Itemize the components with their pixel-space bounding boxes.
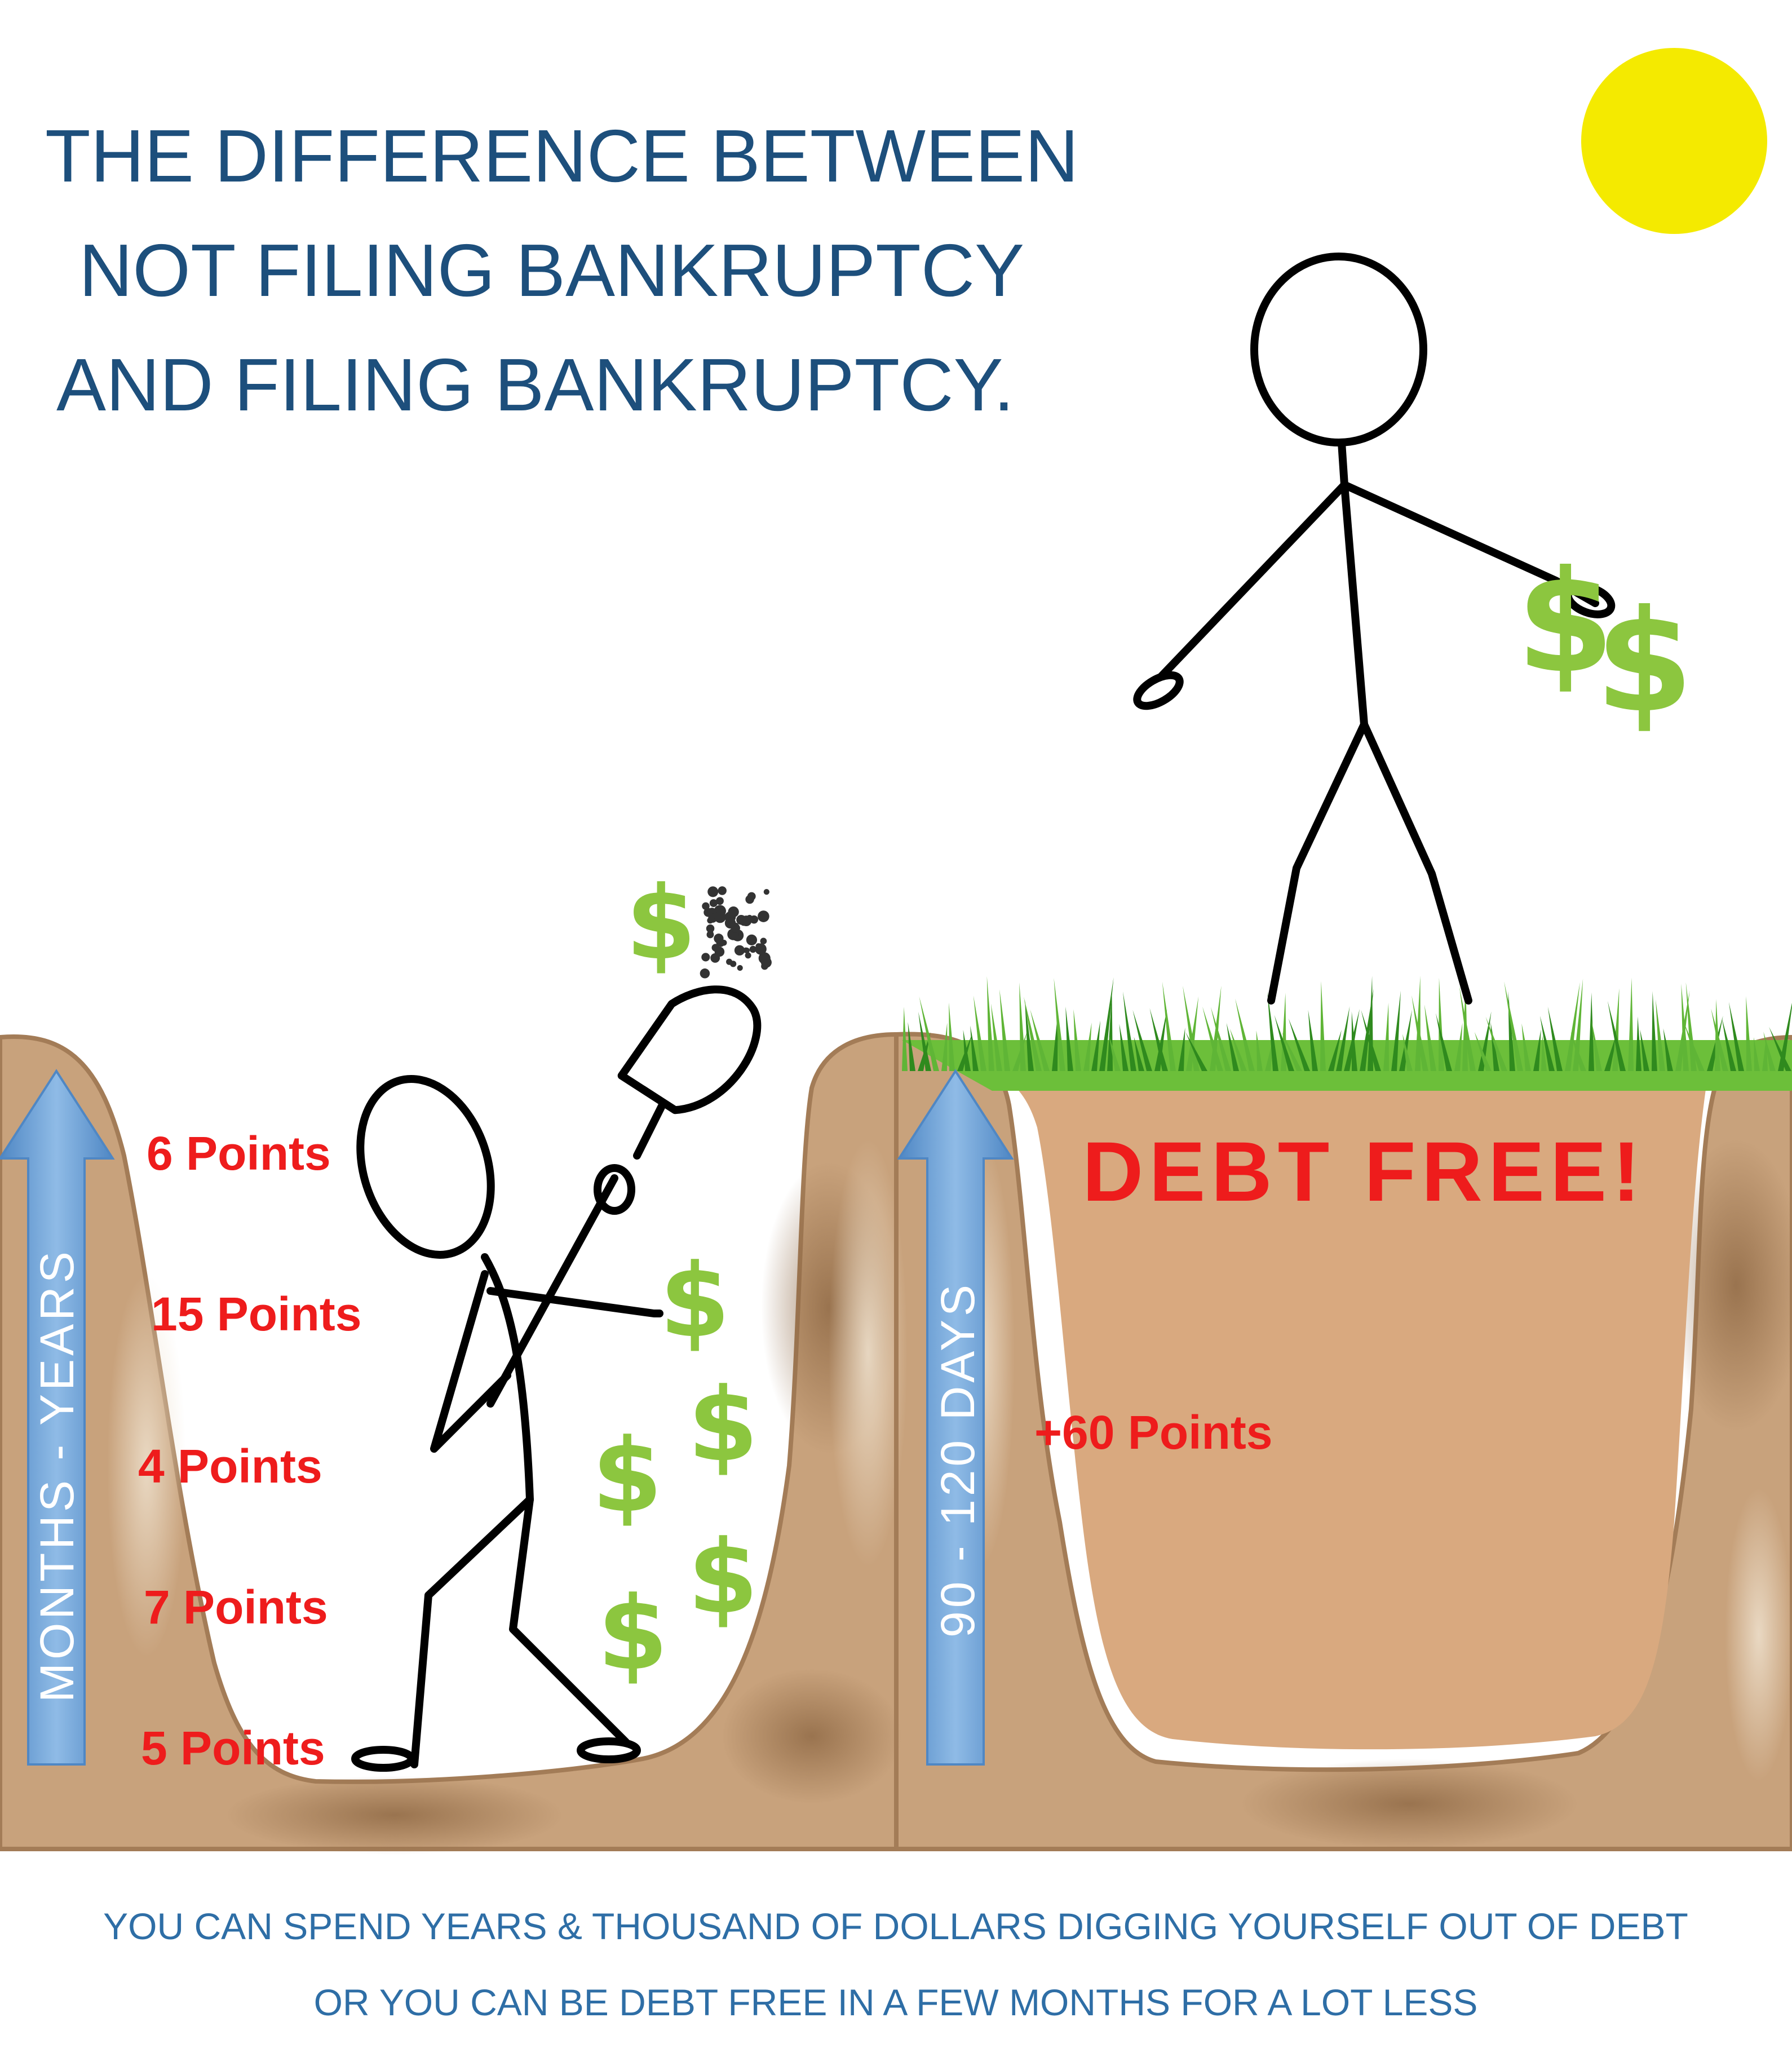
standing-stick-figure [1133,253,1616,1005]
dollar-sign-icon: $ [592,1417,662,1535]
points-label: 4 Points [138,1440,322,1493]
title-block: THE DIFFERENCE BETWEEN NOT FILING BANKRU… [45,114,1078,426]
digging-stick-figure [351,1075,663,1772]
money-group: $ $ $ $ $ $ $ $ [592,540,1693,1693]
caption-line-2: OR YOU CAN BE DEBT FREE IN A FEW MONTHS … [314,1981,1478,2023]
months-years-label: MONTHS - YEARS [30,1248,83,1702]
dollar-sign-icon: $ [1595,580,1693,744]
points-label: 15 Points [151,1288,361,1341]
debt-free-plateau [992,1074,1708,1750]
dollar-sign-icon: $ [598,1575,668,1693]
dollar-sign-icon: $ [660,1242,730,1360]
debt-free-headline: DEBT FREE! [1082,1124,1646,1219]
dirt-shadow [225,1776,564,1855]
dirt-shadow [1240,1759,1578,1849]
points-list: 6 Points 15 Points 4 Points 7 Points 5 P… [138,1127,361,1775]
points-label: 7 Points [144,1581,328,1634]
caption-block: YOU CAN SPEND YEARS & THOUSAND OF DOLLAR… [103,1905,1688,2023]
title-line-1: THE DIFFERENCE BETWEEN [45,114,1078,197]
title-line-2: NOT FILING BANKRUPTCY [79,229,1024,312]
title-line-3: AND FILING BANKRUPTCY. [56,343,1014,426]
caption-line-1: YOU CAN SPEND YEARS & THOUSAND OF DOLLAR… [103,1905,1688,1947]
flying-dirt [700,886,772,979]
ground [0,1032,1792,1855]
dollar-sign-icon: $ [626,865,696,983]
plus-points-label: +60 Points [1034,1406,1273,1459]
grass-icon [902,976,1792,1091]
dirt-highlight [107,1274,186,1657]
dollar-sign-icon: $ [688,1366,758,1484]
shovel-icon [486,985,762,1408]
points-label: 6 Points [147,1127,331,1180]
dirt-highlight [1725,1488,1792,1781]
days-label: 90 - 120 DAYS [931,1281,984,1638]
months-years-arrow: MONTHS - YEARS [0,1069,115,1766]
dirt-shadow [1669,1139,1792,1432]
points-label: 5 Points [141,1722,325,1775]
dirt-highlight [829,1139,908,1567]
dirt-shadow [722,1669,902,1804]
dollar-sign-icon: $ [688,1519,758,1636]
sun-icon [1581,48,1767,234]
days-arrow: 90 - 120 DAYS [897,1069,1014,1766]
dollar-sign-icon: $ [1516,540,1614,704]
